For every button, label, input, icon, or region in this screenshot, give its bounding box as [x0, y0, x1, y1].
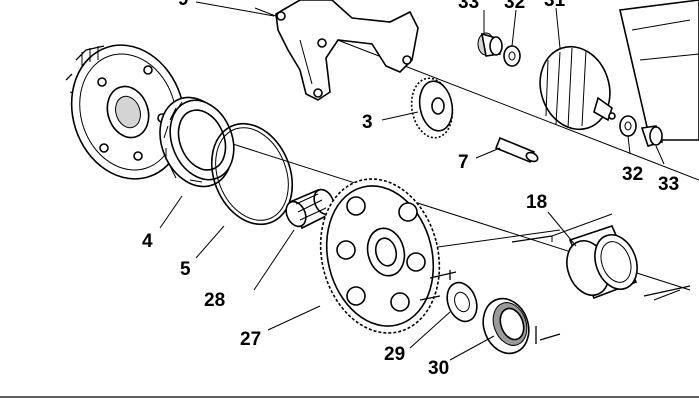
callout-32-right: 32 [622, 164, 643, 185]
callout-28: 28 [204, 290, 225, 311]
callout-27: 27 [240, 329, 261, 350]
clutch-housing [65, 44, 186, 180]
callout-29: 29 [384, 344, 405, 365]
callout-labels: 9 3 4 5 28 27 7 18 29 30 33 32 31 32 33 [142, 0, 679, 379]
callout-5: 5 [180, 259, 191, 280]
group-bracket [419, 235, 691, 344]
bushing-33-right [640, 125, 664, 147]
idler-gear [410, 77, 454, 139]
starter-driven-gear [319, 178, 441, 334]
thrust-washer [446, 281, 478, 323]
callout-9: 9 [178, 0, 189, 10]
leader-lines [159, 1, 665, 361]
callout-30: 30 [428, 358, 449, 379]
washer-32-right [619, 115, 637, 137]
bushing-33-top [477, 32, 503, 57]
callout-33-top: 33 [458, 0, 479, 13]
callout-4: 4 [142, 231, 153, 252]
starter-motor [539, 0, 699, 141]
callout-3: 3 [362, 112, 373, 133]
ball-bearing [482, 297, 530, 355]
needle-bearing [285, 188, 335, 230]
gear-shaft-pin [494, 136, 539, 164]
washer-32-top [503, 45, 521, 67]
callout-32-top: 32 [504, 0, 525, 13]
retaining-ring [210, 122, 294, 226]
freewheel-clutch [159, 96, 235, 188]
callout-33-right: 33 [658, 174, 679, 195]
mounting-bracket [275, 0, 419, 101]
bushing-18 [535, 213, 681, 334]
callout-31: 31 [544, 0, 566, 11]
callout-7: 7 [458, 152, 469, 173]
callout-18: 18 [526, 192, 547, 213]
